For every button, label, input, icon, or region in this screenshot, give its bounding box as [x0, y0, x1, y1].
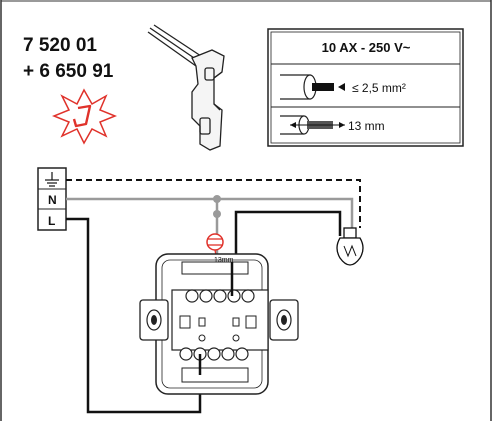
- neutral-junction-dot: [213, 195, 221, 203]
- neutral-junction-dot-lower: [213, 210, 221, 218]
- spec-rating: 10 AX - 250 V~: [322, 40, 411, 55]
- spec-strip-length: 13 mm: [348, 119, 385, 133]
- warning-burst-icon: [51, 88, 118, 145]
- spec-conductor-section: ≤ 2,5 mm²: [352, 81, 406, 95]
- strip-length-icon: [280, 115, 345, 135]
- terminal-live-label: L: [48, 214, 55, 228]
- bottom-terminal-row: [179, 347, 249, 361]
- neutral-branch-wire: [188, 199, 219, 262]
- mounting-clip-icon: [147, 24, 225, 151]
- neutral-wire: [66, 197, 354, 236]
- earth-wire: [66, 179, 361, 228]
- conductor-icon: [280, 74, 345, 100]
- center-terminal-markers: [198, 317, 240, 342]
- earth-symbol-icon: [45, 172, 59, 187]
- product-code-main: 7 520 01: [23, 35, 97, 56]
- lamp-icon: [336, 227, 364, 266]
- product-code-accessory: + 6 650 91: [23, 61, 114, 82]
- top-terminal-row: [185, 289, 255, 303]
- switch-mechanism: [139, 253, 299, 395]
- terminal-neutral-label: N: [48, 193, 57, 207]
- spec-panel: 10 AX - 250 V~ ≤ 2,5 mm² 13 mm: [267, 28, 464, 147]
- strip-gauge-label: 13mm: [214, 257, 234, 264]
